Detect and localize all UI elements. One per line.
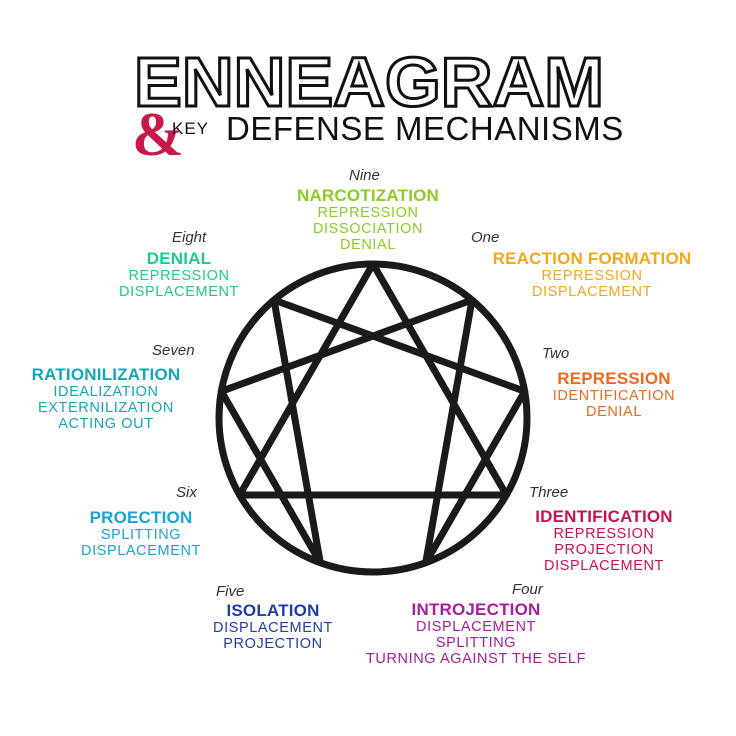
primary-mechanism: ISOLATION	[226, 601, 320, 620]
primary-mechanism: PROECTION	[89, 508, 193, 527]
title-text: ENNEAGRAM	[134, 48, 604, 112]
primary-mechanism: DENIAL	[146, 249, 212, 268]
type-labels: NARCOTIZATION REPRESSION DISSOCIATION DE…	[273, 186, 463, 253]
secondary-mechanism: DISPLACEMENT	[81, 543, 201, 559]
primary-mechanism: REACTION FORMATION	[492, 249, 692, 268]
secondary-mechanism: PROJECTION	[554, 542, 654, 558]
type-labels: PROECTION SPLITTING DISPLACEMENT	[66, 508, 216, 559]
type-labels: INTROJECTION DISPLACEMENT SPLITTING TURN…	[345, 600, 607, 667]
type-labels: REACTION FORMATION REPRESSION DISPLACEME…	[462, 249, 722, 300]
secondary-mechanism: IDEALIZATION	[53, 384, 159, 400]
type-number: Eight	[172, 229, 207, 246]
subtitle: DEFENSE MECHANISMS	[226, 110, 624, 147]
type-number: Two	[542, 345, 570, 362]
title-main: ENNEAGRAM	[134, 48, 604, 112]
primary-mechanism: NARCOTIZATION	[296, 186, 440, 205]
secondary-mechanism: SPLITTING	[435, 635, 517, 651]
primary-mechanism: REPRESSION	[557, 369, 671, 388]
type-number: Five	[216, 583, 245, 600]
type-number: Six	[176, 484, 197, 501]
type-number: Three	[529, 484, 569, 501]
secondary-mechanism: DISPLACEMENT	[532, 284, 652, 300]
secondary-mechanism: IDENTIFICATION	[552, 388, 676, 404]
type-number: Seven	[152, 342, 195, 359]
secondary-mechanism: PROJECTION	[223, 636, 323, 652]
type-labels: DENIAL REPRESSION DISPLACEMENT	[104, 249, 254, 300]
primary-mechanism: INTROJECTION	[411, 600, 541, 619]
type-labels: REPRESSION IDENTIFICATION DENIAL	[534, 369, 694, 420]
secondary-mechanism: REPRESSION	[128, 268, 230, 284]
enneagram-circle	[215, 260, 531, 576]
secondary-mechanism: DENIAL	[340, 237, 396, 253]
secondary-mechanism: DISPLACEMENT	[544, 558, 664, 574]
secondary-mechanism: DISPLACEMENT	[213, 620, 333, 636]
primary-mechanism: RATIONILIZATION	[31, 365, 181, 384]
secondary-mechanism: REPRESSION	[541, 268, 643, 284]
ampersand: &	[132, 101, 184, 169]
type-labels: IDENTIFICATION REPRESSION PROJECTION DIS…	[514, 507, 694, 574]
type-labels: RATIONILIZATION IDEALIZATION EXTERNILIZA…	[6, 365, 206, 432]
type-number: One	[471, 229, 500, 246]
key-label: KEY	[172, 119, 210, 138]
secondary-mechanism: DISPLACEMENT	[119, 284, 239, 300]
type-number: Four	[512, 581, 543, 598]
secondary-mechanism: DISPLACEMENT	[416, 619, 536, 635]
secondary-mechanism: EXTERNILIZATION	[37, 400, 175, 416]
primary-mechanism: IDENTIFICATION	[535, 507, 673, 526]
secondary-mechanism: REPRESSION	[553, 526, 655, 542]
secondary-mechanism: DENIAL	[586, 404, 642, 420]
secondary-mechanism: ACTING OUT	[58, 416, 154, 432]
type-labels: ISOLATION DISPLACEMENT PROJECTION	[198, 601, 348, 652]
secondary-mechanism: DISSOCIATION	[312, 221, 424, 237]
secondary-mechanism: SPLITTING	[100, 527, 182, 543]
type-number: Nine	[349, 167, 380, 184]
enneagram-hexad	[217, 296, 529, 567]
secondary-mechanism: REPRESSION	[317, 205, 419, 221]
secondary-mechanism: TURNING AGAINST THE SELF	[365, 651, 587, 667]
